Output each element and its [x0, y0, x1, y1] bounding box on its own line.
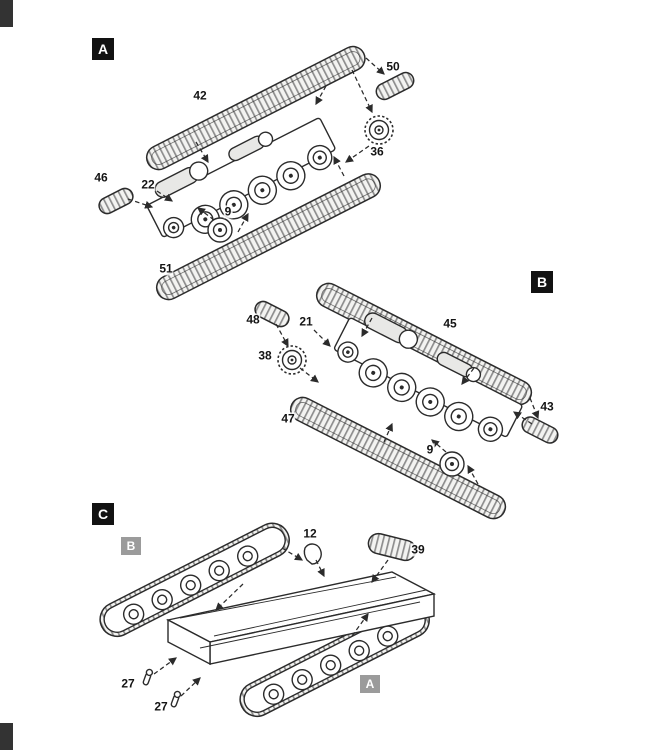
- callout-22: 22: [140, 177, 156, 192]
- callout-27b: 27: [153, 699, 169, 714]
- assembly-a-drawing: [98, 45, 415, 301]
- section-label-b: B: [531, 271, 553, 293]
- registration-mark-bottom: [0, 723, 13, 750]
- part-27a-drawing: [142, 668, 154, 686]
- part-27b-drawing: [170, 690, 182, 708]
- part-38-drawing: [277, 345, 307, 375]
- callout-21: 21: [298, 314, 314, 329]
- callout-51: 51: [158, 261, 174, 276]
- registration-mark-top: [0, 0, 13, 27]
- callout-9b: 9: [425, 442, 435, 457]
- part-43-drawing: [521, 416, 559, 444]
- part-50-drawing: [375, 71, 415, 101]
- part-48-drawing: [254, 300, 290, 328]
- callout-48: 48: [245, 312, 261, 327]
- assembly-a-arrows: [127, 57, 385, 233]
- callout-9a: 9: [223, 204, 233, 219]
- callout-12: 12: [302, 526, 318, 541]
- callout-50: 50: [385, 59, 401, 74]
- hull-tub-drawing: [165, 571, 437, 666]
- callout-36: 36: [369, 144, 385, 159]
- inset-label-b: B: [121, 537, 141, 555]
- assembly-b-arrows: [275, 317, 540, 485]
- callout-39: 39: [410, 542, 426, 557]
- inset-label-a: A: [360, 675, 380, 693]
- part-9a-drawing: [207, 217, 233, 243]
- callout-45: 45: [442, 316, 458, 331]
- callout-43: 43: [539, 399, 555, 414]
- callout-38: 38: [257, 348, 273, 363]
- track-47-drawing: [289, 396, 507, 520]
- section-label-c: C: [92, 503, 114, 525]
- callout-27a: 27: [120, 676, 136, 691]
- part-12-drawing: [303, 543, 322, 565]
- assembly-c-arrows: [153, 547, 389, 697]
- section-label-a: A: [92, 38, 114, 60]
- assembly-b-drawing: [254, 282, 559, 520]
- callout-46: 46: [93, 170, 109, 185]
- track-42-drawing: [145, 45, 366, 171]
- assembly-c-drawing: [99, 522, 437, 718]
- part-36-drawing: [364, 115, 394, 145]
- hull-b-drawing: [333, 312, 523, 442]
- part-46-drawing: [98, 187, 134, 215]
- track-unit-b-drawing: [99, 522, 290, 638]
- callout-42: 42: [192, 88, 208, 103]
- hull-a-drawing: [146, 117, 336, 239]
- track-51-drawing: [155, 173, 382, 301]
- callout-47: 47: [280, 411, 296, 426]
- part-9b-drawing: [439, 451, 465, 477]
